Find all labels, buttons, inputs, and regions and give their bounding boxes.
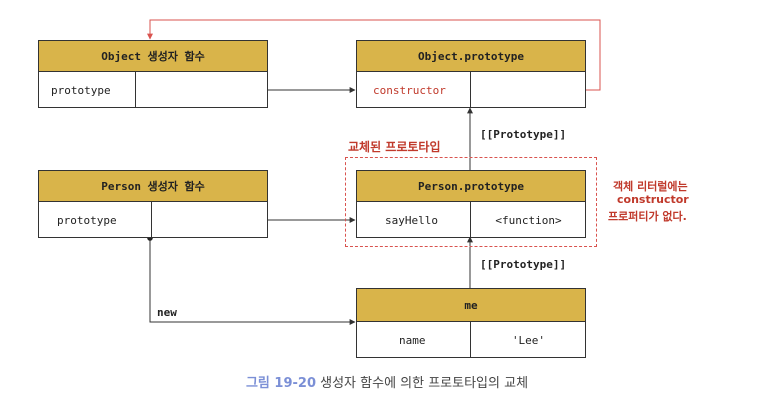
figure-number: 그림 19-20	[245, 376, 316, 391]
note-line-1: 객체 리터럴에는	[613, 180, 688, 193]
person-constructor-prop: prototype	[57, 213, 117, 227]
person-prototype-box: Person.prototype sayHello <function>	[356, 170, 586, 238]
object-prototype-title: Object.prototype	[357, 41, 585, 72]
note-line-2: constructor	[617, 193, 689, 206]
object-prototype-prop: constructor	[373, 83, 446, 97]
figure-caption: 그림 19-20 생성자 함수에 의한 프로토타입의 교체	[0, 372, 774, 391]
me-title: me	[357, 289, 585, 322]
person-prototype-prop: sayHello	[385, 213, 438, 227]
object-constructor-title: Object 생성자 함수	[39, 41, 267, 72]
proto-link-label-2: [[Prototype]]	[480, 258, 567, 271]
new-label: new	[157, 306, 177, 319]
note-line-3: 프로퍼티가 없다.	[608, 210, 687, 223]
figure-caption-text: 생성자 함수에 의한 프로토타입의 교체	[320, 376, 529, 391]
person-prototype-value: <function>	[470, 202, 586, 238]
replaced-prototype-highlight	[345, 157, 597, 247]
person-prototype-title: Person.prototype	[357, 171, 585, 202]
object-constructor-box: Object 생성자 함수 prototype	[38, 40, 268, 108]
object-prototype-box: Object.prototype constructor	[356, 40, 586, 108]
proto-link-label-1: [[Prototype]]	[480, 128, 567, 141]
me-prop: name	[399, 333, 426, 347]
object-prototype-value-cell	[470, 72, 586, 108]
person-constructor-title: Person 생성자 함수	[39, 171, 267, 202]
object-constructor-prop: prototype	[51, 83, 111, 97]
object-constructor-value-cell	[135, 72, 268, 108]
new-link-line	[149, 238, 356, 325]
me-box: me name 'Lee'	[356, 288, 586, 358]
person-constructor-value-cell	[151, 202, 268, 238]
person-constructor-box: Person 생성자 함수 prototype	[38, 170, 268, 238]
replaced-prototype-label: 교체된 프로토타입	[348, 140, 441, 154]
me-value: 'Lee'	[470, 322, 586, 358]
